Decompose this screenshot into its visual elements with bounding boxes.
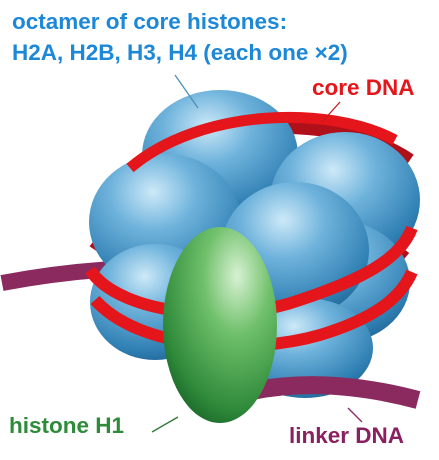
linker-leader-line <box>347 407 363 423</box>
core-dna-label: core DNA <box>312 75 415 100</box>
octamer-label-line1: octamer of core histones: <box>12 9 288 34</box>
leader-lines <box>151 74 363 433</box>
octamer-label-line2: H2A, H2B, H3, H4 (each one ×2) <box>12 40 348 65</box>
octamer-leader-line <box>174 74 199 109</box>
core-dna-top-arc <box>126 112 398 173</box>
core-dna-front <box>85 225 418 352</box>
h1-leader-line <box>151 416 179 433</box>
core-dna-leader-line <box>321 101 341 123</box>
octamer-label: octamer of core histones: H2A, H2B, H3, … <box>12 6 348 68</box>
histone-h1-body <box>163 227 277 423</box>
linker-dna-label: linker DNA <box>289 423 405 448</box>
histone-h1-label: histone H1 <box>9 413 125 438</box>
